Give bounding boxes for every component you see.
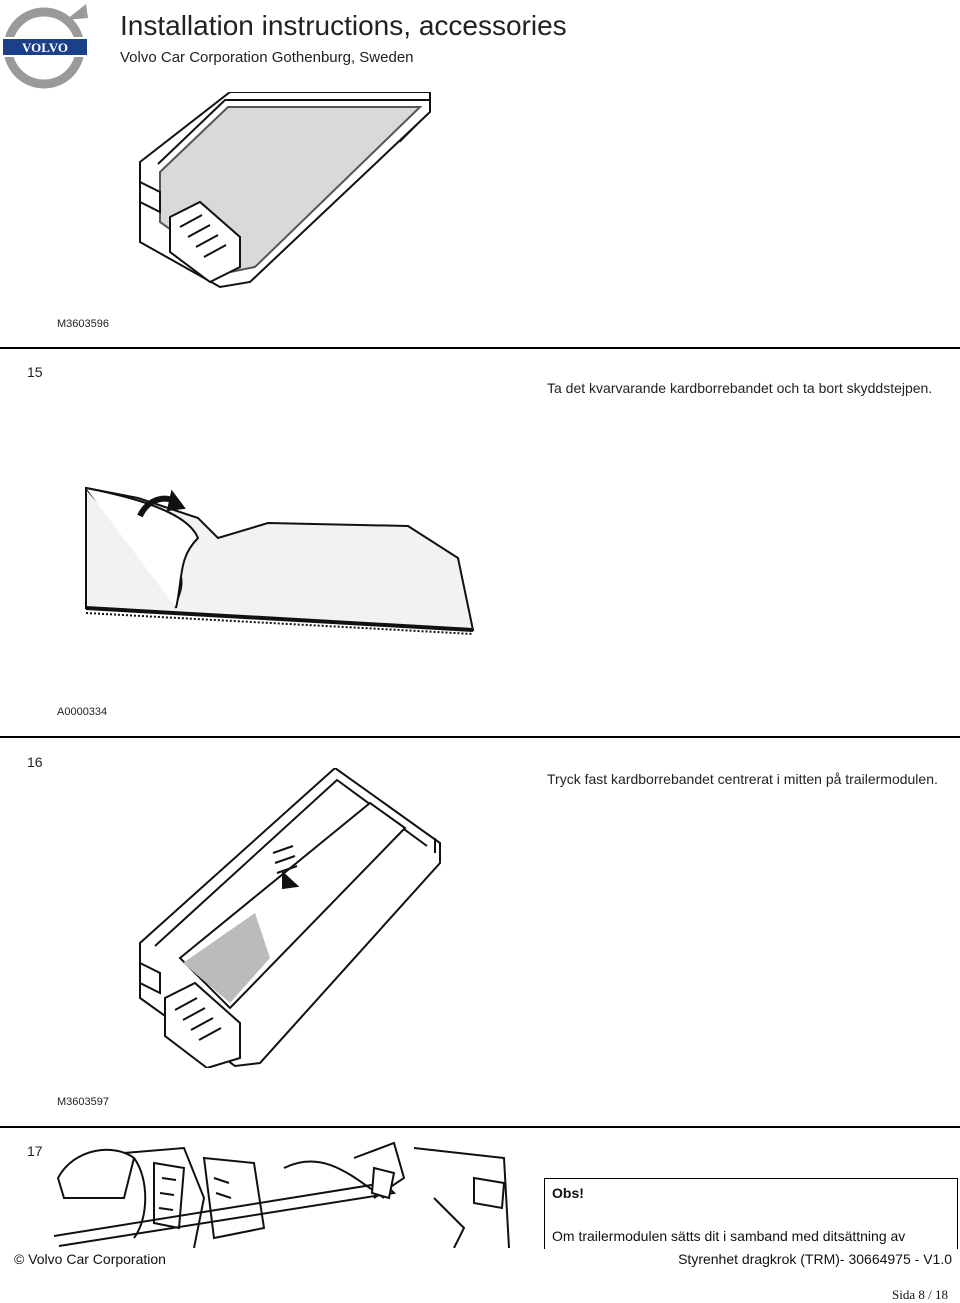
step-instruction: Tryck fast kardborrebandet centrerat i m…	[547, 771, 938, 787]
figure-code: M3603597	[57, 1096, 109, 1108]
step-divider	[0, 736, 960, 738]
figure-module-press	[139, 768, 441, 1068]
step-divider	[0, 1126, 960, 1128]
note-text: Om trailermodulen sätts dit i samband me…	[552, 1228, 906, 1244]
figure-peel-tape	[85, 486, 475, 635]
step-number: 16	[27, 754, 43, 770]
note-box	[544, 1178, 958, 1249]
footer-copyright: © Volvo Car Corporation	[14, 1251, 166, 1267]
volvo-logo: VOLVO	[1, 4, 89, 89]
step-number: 15	[27, 364, 43, 380]
logo-wordmark: VOLVO	[22, 40, 68, 55]
figure-module-strip	[139, 92, 431, 289]
figure-code: A0000334	[57, 706, 108, 718]
page-number: Sida 8 / 18	[892, 1287, 948, 1302]
figure-installation-scene	[54, 1141, 510, 1248]
step-number: 17	[27, 1143, 43, 1159]
document-title: Installation instructions, accessories	[120, 10, 567, 41]
document-subtitle: Volvo Car Corporation Gothenburg, Sweden	[120, 49, 414, 66]
footer-document-id: Styrenhet dragkrok (TRM)- 30664975 - V1.…	[678, 1251, 952, 1267]
step-divider	[0, 347, 960, 349]
note-title: Obs!	[552, 1185, 584, 1201]
step-instruction: Ta det kvarvarande kardborrebandet och t…	[547, 380, 933, 396]
figure-code: M3603596	[57, 318, 109, 330]
